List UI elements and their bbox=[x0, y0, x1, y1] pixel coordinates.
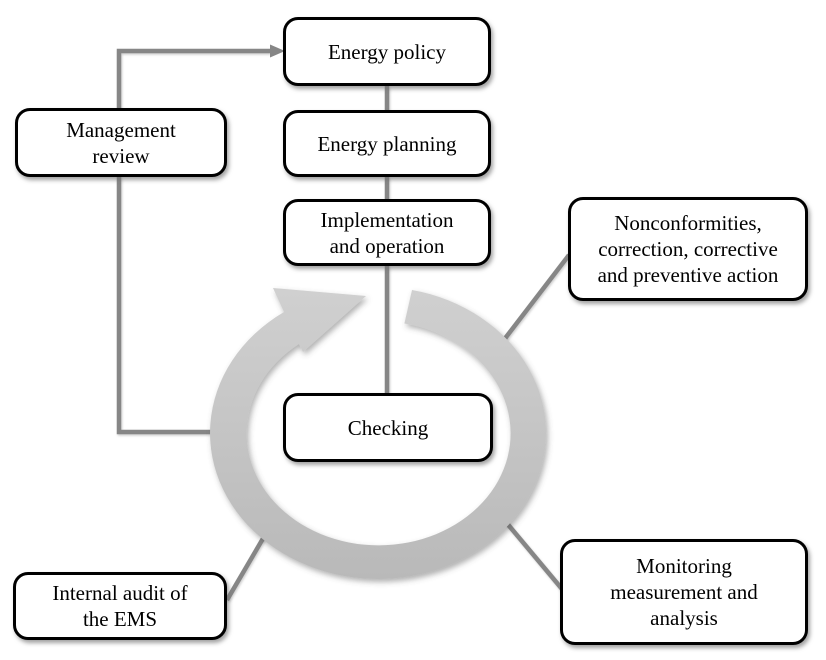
connector-cycle-to-nonconformities bbox=[498, 253, 571, 347]
node-internal-audit: Internal audit of the EMS bbox=[13, 572, 227, 640]
connector-review-to-cycle bbox=[116, 176, 240, 435]
node-monitoring: Monitoring measurement and analysis bbox=[560, 539, 808, 645]
node-management-review: Management review bbox=[15, 108, 227, 177]
node-energy-planning: Energy planning bbox=[283, 110, 491, 177]
arrowhead-into-energy-policy-icon bbox=[270, 44, 285, 58]
connector-cycle-to-monitoring bbox=[498, 513, 564, 591]
connector-lines-group bbox=[116, 48, 571, 602]
node-checking: Checking bbox=[283, 393, 493, 462]
node-nonconformities: Nonconformities, correction, corrective … bbox=[568, 197, 808, 301]
connector-review-to-policy bbox=[116, 48, 270, 110]
node-implementation-and-operation: Implementation and operation bbox=[283, 199, 491, 266]
node-energy-policy: Energy policy bbox=[283, 17, 491, 86]
